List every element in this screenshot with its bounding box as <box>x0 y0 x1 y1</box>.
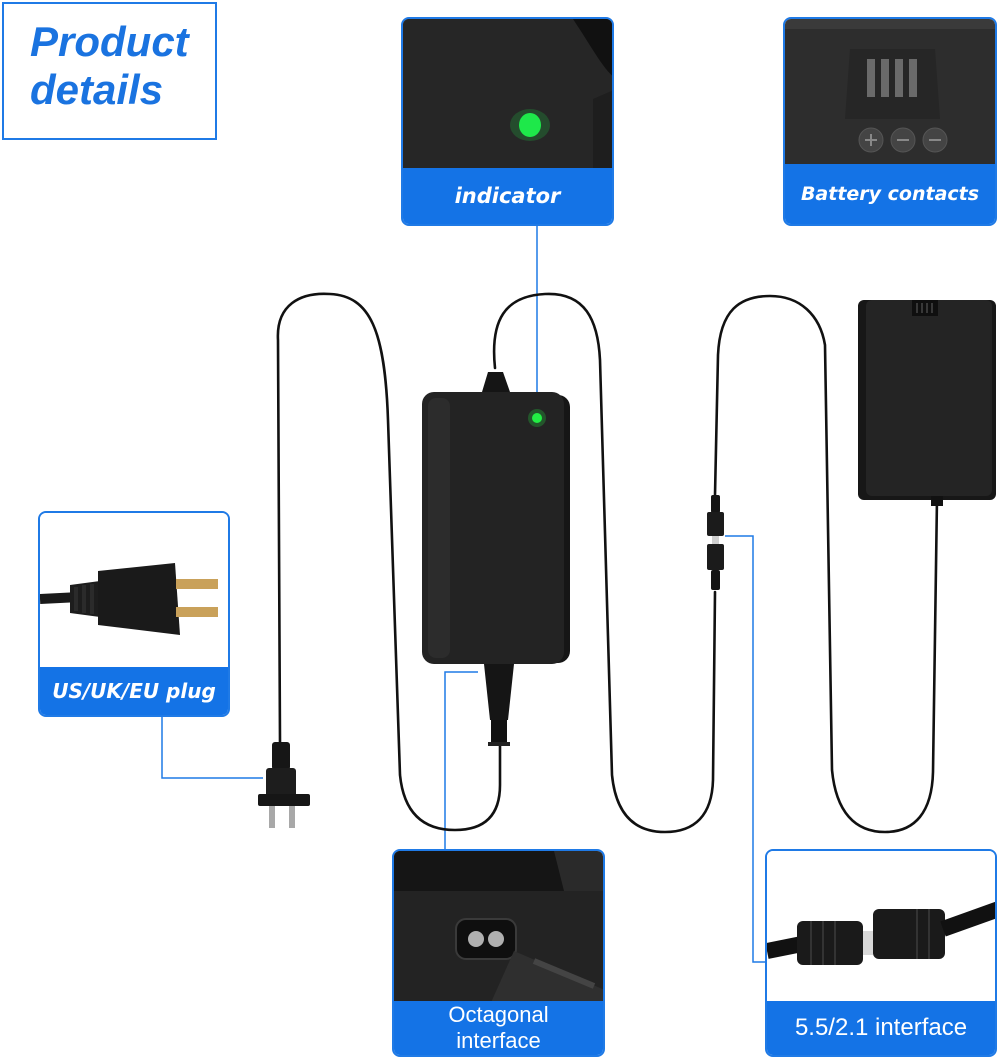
octagonal-label: Octagonal interface <box>394 1001 603 1055</box>
callout-plug: US/UK/EU plug <box>38 511 230 717</box>
callout-indicator: indicator <box>401 17 614 226</box>
dummy-battery-icon <box>858 300 996 506</box>
battery-contacts-closeup <box>785 19 995 179</box>
dc-interface-label: 5.5/2.1 interface <box>767 1001 995 1055</box>
octagonal-port-closeup <box>394 851 603 1007</box>
callout-leader-lines <box>161 226 765 963</box>
plug-label: US/UK/EU plug <box>40 667 228 715</box>
page-title: Product details <box>30 18 189 113</box>
callout-octagonal-interface: Octagonal interface <box>392 849 605 1057</box>
power-adapter-icon <box>422 372 570 746</box>
indicator-label: indicator <box>403 168 612 224</box>
title-box: Product details <box>2 2 217 140</box>
callout-dc-interface: 5.5/2.1 interface <box>765 849 997 1057</box>
power-cables <box>276 292 939 834</box>
dc-barrel-connector-icon <box>707 495 724 590</box>
octagonal-port-icon <box>455 918 517 960</box>
battery-contacts-label: Battery contacts <box>785 164 995 224</box>
callout-battery-contacts: Battery contacts <box>783 17 997 226</box>
two-pin-plug-icon <box>258 742 310 828</box>
dc-connector-closeup <box>767 851 995 1007</box>
plug-closeup <box>40 513 228 673</box>
green-led-icon <box>519 113 541 137</box>
indicator-closeup <box>403 19 612 179</box>
green-led-icon <box>532 413 542 423</box>
